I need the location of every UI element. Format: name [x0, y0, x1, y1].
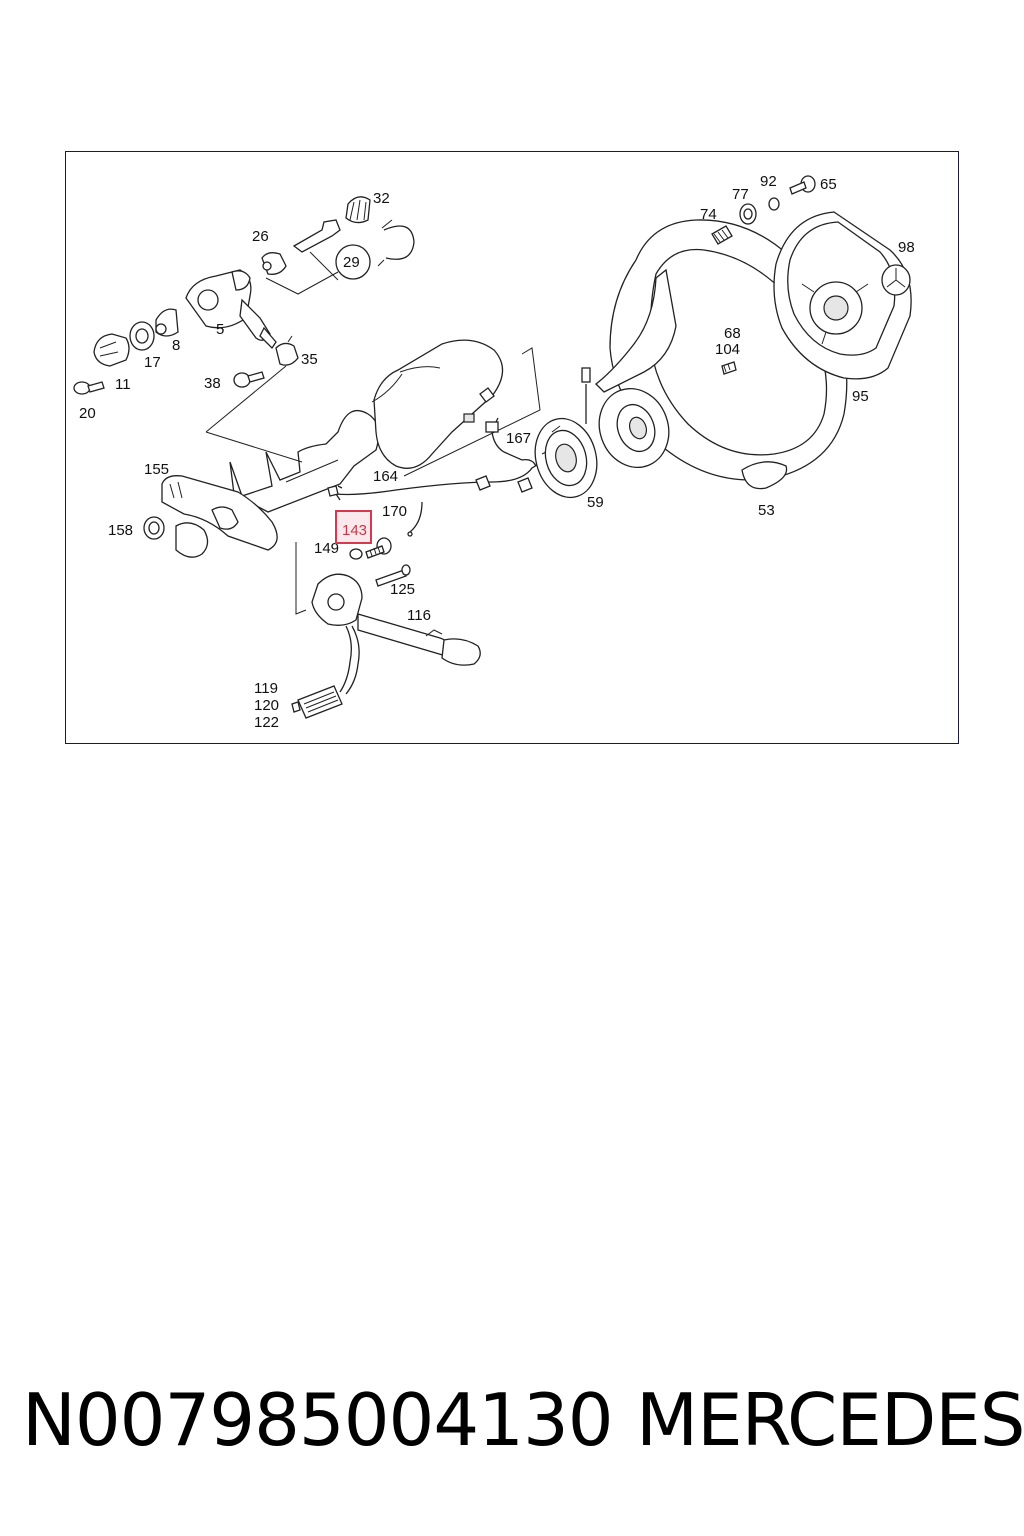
part-92-washer [768, 197, 780, 211]
part-20-screw [73, 381, 105, 395]
label-170: 170 [382, 503, 407, 520]
label-125: 125 [390, 581, 415, 598]
part-column-bracket [229, 409, 380, 513]
label-164: 164 [373, 468, 398, 485]
footer: N007985004130 MERCEDES [0, 1370, 1024, 1480]
label-119: 119 [254, 680, 278, 697]
part-158-nut [143, 516, 165, 540]
label-122: 122 [254, 714, 279, 731]
label-104: 104 [715, 341, 740, 358]
label-29: 29 [343, 254, 360, 271]
part-143-bolt [365, 537, 392, 559]
leader-29 [309, 251, 339, 281]
label-167: 167 [506, 430, 531, 447]
part-number: N007985004130 [22, 1378, 614, 1462]
label-38: 38 [204, 375, 221, 392]
label-143: 143 [342, 522, 367, 539]
label-74: 74 [700, 206, 717, 223]
label-65: 65 [820, 176, 837, 193]
key [292, 219, 341, 253]
label-8: 8 [172, 337, 180, 354]
part-29-clip [335, 219, 415, 280]
part-68-screw [721, 361, 737, 375]
highlight-box [335, 510, 372, 544]
part-167-wire [485, 417, 537, 467]
label-53: 53 [758, 502, 775, 519]
highlight-143[interactable]: 143 [335, 510, 372, 544]
label-149: 149 [314, 540, 339, 557]
part-26-bushing [261, 252, 287, 275]
label-11: 11 [115, 376, 131, 393]
part-170-wire-harness [327, 461, 543, 537]
label-155: 155 [144, 461, 169, 478]
label-77: 77 [732, 186, 749, 203]
label-120: 120 [254, 697, 279, 714]
part-32-lock-cylinder [345, 196, 371, 224]
label-17: 17 [144, 354, 161, 371]
part-125-pin [375, 564, 411, 587]
label-32: 32 [373, 190, 390, 207]
part-74-spring [711, 225, 733, 245]
part-98-emblem [881, 264, 911, 296]
frame-line-1 [205, 431, 303, 463]
exploded-diagram: 32 26 29 11 17 8 5 35 20 38 155 158 164 … [65, 151, 959, 744]
diagram-drawing: 32 26 29 11 17 8 5 35 20 38 155 158 164 … [73, 173, 915, 731]
label-95: 95 [852, 388, 869, 405]
label-26: 26 [252, 228, 269, 245]
label-59: 59 [587, 494, 604, 511]
part-149-washer [349, 548, 363, 560]
part-8-cap [155, 308, 179, 337]
label-20: 20 [79, 405, 96, 422]
part-95-airbag-housing [773, 211, 912, 380]
leader-26 [265, 271, 339, 295]
label-98: 98 [898, 239, 915, 256]
part-164-upper-shroud [371, 339, 504, 469]
label-158: 158 [108, 522, 133, 539]
brand-name: MERCEDES [636, 1378, 1024, 1462]
label-68: 68 [724, 325, 741, 342]
leader-38 [205, 365, 287, 433]
part-116-combination-switch [295, 542, 481, 666]
label-92: 92 [760, 173, 777, 190]
part-17-ring [129, 321, 155, 351]
part-11-switch-body [93, 333, 130, 367]
frame-line-164 [403, 347, 541, 477]
part-77-bushing [739, 203, 757, 225]
part-5-lock-housing [185, 269, 277, 350]
part-65-screw [789, 175, 816, 195]
part-35-switch [275, 335, 299, 366]
part-155-switch-housing [161, 475, 278, 558]
label-5: 5 [216, 321, 224, 338]
frame-line-116 [295, 542, 307, 615]
label-35: 35 [301, 351, 318, 368]
part-59-clock-spring [534, 417, 598, 499]
part-119-connector [291, 625, 360, 719]
label-116: 116 [407, 607, 431, 624]
part-38-screw [233, 371, 265, 388]
